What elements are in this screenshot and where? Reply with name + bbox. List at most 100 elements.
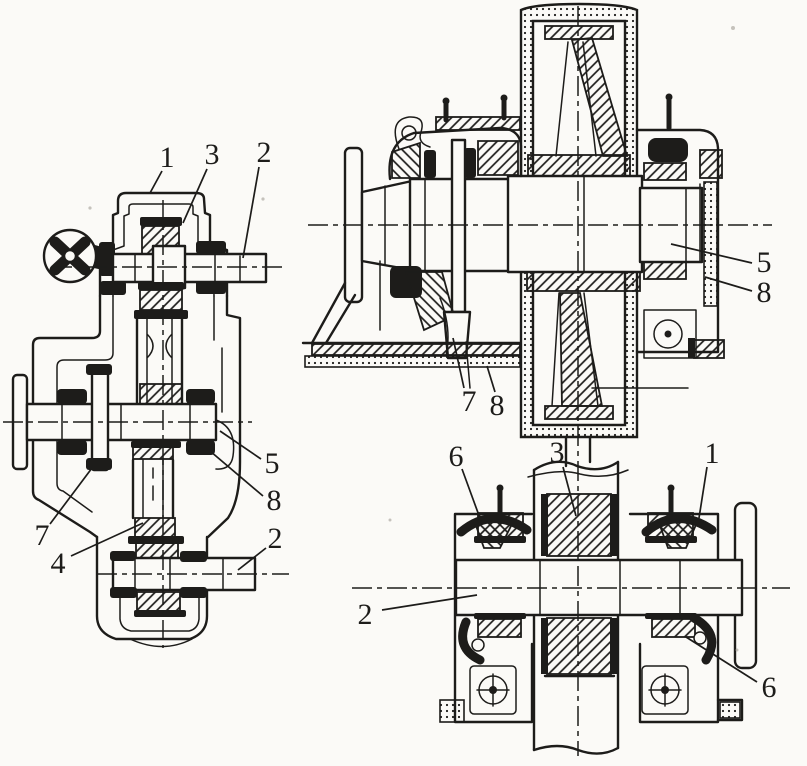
right-wall-dots	[703, 181, 718, 307]
callout-label-4: 4	[51, 547, 66, 580]
upper-bearing-seal-2	[464, 148, 476, 178]
callout-leader-7	[49, 467, 93, 525]
callout-label-8: 8	[490, 389, 505, 422]
housing-right-outer	[206, 294, 242, 539]
big-gear-hatch	[135, 542, 179, 560]
bottom-bell-outer	[95, 535, 209, 641]
bottom-seal-3	[110, 587, 137, 598]
right-foot-seal	[688, 338, 695, 358]
callout-label-6: 6	[449, 440, 464, 473]
bolt-hole	[653, 319, 683, 349]
middle-left-seal-lower	[57, 440, 87, 455]
bearing-bolt-pin	[450, 138, 467, 314]
gear-band-l1	[541, 494, 548, 556]
upper-web-blade	[570, 37, 629, 157]
wheel-hub-top	[527, 154, 631, 178]
callout-label-2: 2	[257, 136, 272, 169]
bottom-seal-1	[110, 551, 136, 561]
left-boss-box	[469, 665, 517, 715]
callout-label-5: 5	[265, 447, 280, 480]
callout-label-7: 7	[462, 385, 477, 418]
right-top-view-section	[301, 2, 725, 439]
right-lower-seal-arc	[689, 613, 717, 665]
connecting-shaft	[564, 435, 592, 468]
callout-leader-5	[670, 243, 753, 264]
wheel-rim-top	[544, 25, 614, 40]
bearing-cap-plate	[435, 116, 521, 131]
right-stud-tip	[665, 93, 673, 101]
right-seal-ring	[693, 631, 707, 645]
leader-7b	[465, 341, 471, 389]
gear-band-r2	[610, 618, 617, 674]
shaft-hub-bore	[506, 174, 644, 274]
callout-label-2: 2	[268, 522, 283, 555]
callout-label-1: 1	[705, 437, 720, 470]
left-seal-ring	[471, 638, 485, 652]
wheel-rim-bottom	[544, 405, 614, 420]
middle-right-bearing-upper	[186, 389, 215, 404]
bottom-bell-inner	[119, 584, 200, 632]
column-top-wave	[532, 460, 620, 472]
upper-gear-rim-bottom	[134, 310, 188, 319]
right-cap-seal	[648, 138, 688, 162]
right-bearing-band-top	[645, 536, 697, 543]
top-right-bearing-upper	[196, 241, 226, 254]
stud-tip-1	[442, 97, 450, 105]
case-top-edge	[527, 469, 629, 478]
upper-bearing-hatch-left	[391, 141, 421, 179]
left-stud-tip	[496, 484, 504, 492]
callout-label-8: 8	[267, 484, 282, 517]
housing-arm-outer	[31, 294, 102, 539]
top-left-bearing-lower	[100, 281, 126, 295]
callout-leader-3	[182, 168, 208, 224]
callout-label-3: 3	[205, 138, 220, 171]
column-bottom-wave	[532, 744, 620, 755]
oil-ring	[401, 125, 417, 141]
callout-leader-2	[237, 547, 267, 571]
right-foot	[719, 701, 741, 719]
callout-leader-4	[70, 522, 144, 557]
callout-leader-2	[242, 166, 260, 259]
wheel-hub-bottom	[526, 271, 641, 292]
left-bolt-center	[489, 686, 497, 694]
right-bearing-block	[635, 128, 720, 354]
upper-gear-hatch	[139, 289, 183, 311]
callout-label-6: 6	[762, 671, 777, 704]
bolt-center	[664, 330, 672, 338]
column-inner	[146, 318, 173, 404]
callout-leader-3	[562, 466, 577, 517]
right-stud2-tip	[667, 484, 675, 492]
centerlines	[3, 6, 790, 756]
lower-gear-hatch-2	[134, 517, 176, 538]
upper-gear-rim-top	[138, 282, 184, 290]
upper-bearing-seal-1	[424, 150, 436, 178]
lower-column-gear	[546, 617, 612, 675]
callout-label-7: 7	[35, 519, 50, 552]
bell-gear-hatch	[136, 591, 181, 613]
bolt-boss-box	[643, 309, 697, 359]
right-bolt-center	[661, 686, 669, 694]
left-bearing-band-bottom	[474, 613, 526, 619]
left-view-section	[11, 191, 268, 648]
callout-label-1: 1	[160, 141, 175, 174]
right-foot-outline	[716, 698, 744, 722]
right-boss-box	[641, 665, 689, 715]
bottom-bell-smile	[129, 638, 193, 648]
left-lower-seal-arc	[458, 617, 485, 665]
callout-label-3: 3	[550, 436, 565, 469]
callout-label-5: 5	[757, 246, 772, 279]
left-bearing-hatch-bottom	[477, 618, 522, 638]
big-gear-band	[128, 536, 184, 544]
lower-web-blade	[559, 292, 604, 407]
middle-right-bearing-lower	[186, 440, 215, 455]
right-foot-hatch	[693, 339, 725, 359]
base-dots	[304, 355, 521, 368]
left-bearing-band-top	[474, 536, 526, 543]
right-cap-piece	[699, 149, 723, 179]
right-bearing-band-bottom	[645, 613, 697, 619]
scan-noise	[88, 26, 739, 652]
lower-gear-hatch-1	[132, 446, 174, 460]
